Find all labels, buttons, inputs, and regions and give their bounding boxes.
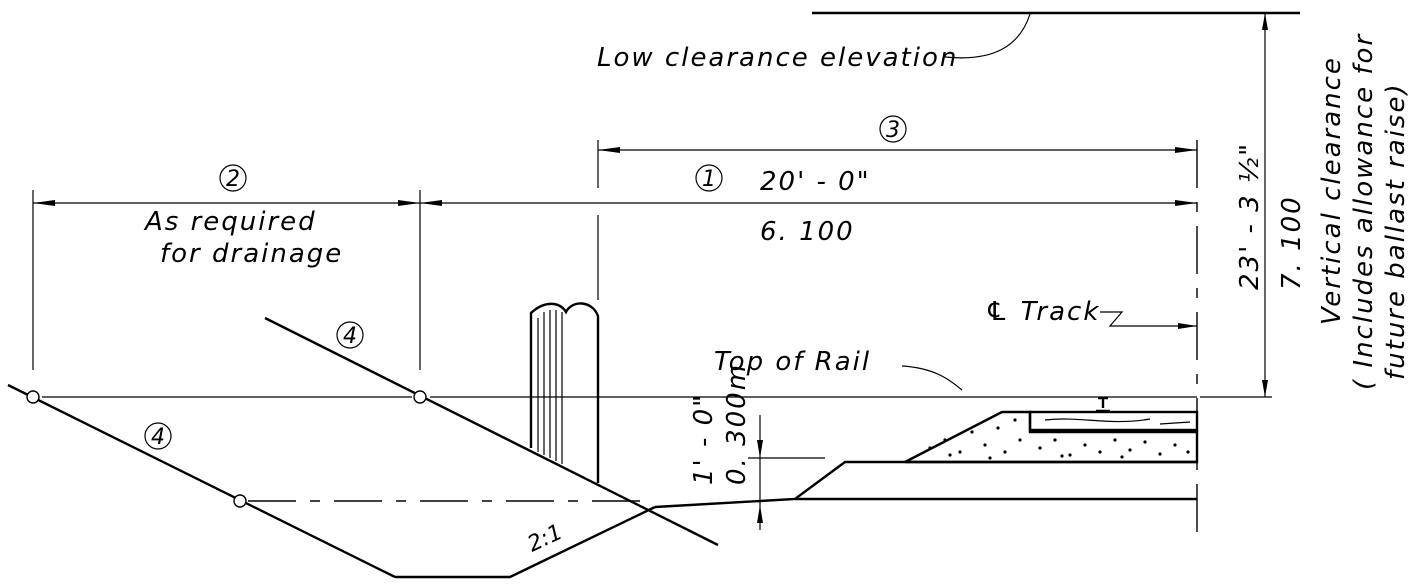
low-clearance-leader xyxy=(944,13,1031,59)
vertical-clearance-note-1: Vertical clearance xyxy=(1317,56,1347,325)
tie-grain xyxy=(1044,418,1191,425)
rail xyxy=(1096,396,1110,413)
horizontal-imperial-dim: 20' - 0" xyxy=(760,167,871,197)
dim-2-arrow-left xyxy=(33,200,55,206)
drainage-note-2: for drainage xyxy=(160,239,343,269)
top-of-rail-leader xyxy=(901,365,963,391)
track-leader-arrow xyxy=(1178,323,1197,329)
railroad-tie xyxy=(1028,410,1199,432)
depth-imperial-dim: 1' - 0" xyxy=(689,393,719,485)
depth-metric-dim: 0. 300m xyxy=(722,363,752,485)
vertical-metric-dim: 7. 100 xyxy=(1277,195,1307,290)
callout-1-circle xyxy=(695,164,723,192)
vertical-clearance-note-3: future ballast raise) xyxy=(1381,82,1411,380)
vertical-arrow-bottom xyxy=(1262,380,1268,397)
drainage-note-1: As required xyxy=(143,207,317,237)
top-of-rail-label: Top of Rail xyxy=(714,347,871,377)
bridge-pier xyxy=(529,302,600,483)
low-clearance-label: Low clearance elevation xyxy=(597,43,958,73)
dim-3-arrow-right xyxy=(1175,147,1197,153)
slope-line-lower xyxy=(7,383,396,579)
node-marker-left xyxy=(26,390,40,404)
callout-3: 3 xyxy=(886,118,900,143)
track-centerline-label: ℄ Track xyxy=(985,297,1100,327)
ballast-section xyxy=(904,410,1199,464)
horizontal-metric-dim: 6. 100 xyxy=(760,217,855,247)
callout-4-upper: 4 xyxy=(343,324,357,349)
node-marker-mid xyxy=(413,390,427,404)
callout-4-lower: 4 xyxy=(151,425,165,450)
vertical-imperial-dim: 23' - 3 ½" xyxy=(1235,142,1265,290)
pier-shading xyxy=(537,310,563,464)
callout-2: 2 xyxy=(226,167,240,192)
depth-arrow-bottom xyxy=(757,505,763,523)
vertical-arrow-top xyxy=(1262,13,1268,30)
dim-2-arrow-right xyxy=(398,200,420,206)
callout-4-lower-circle xyxy=(144,422,172,450)
node-marker-low xyxy=(233,494,247,508)
callout-2-circle xyxy=(219,164,247,192)
dim-1-arrow-right xyxy=(1175,200,1197,206)
slope-line-upper xyxy=(264,316,719,547)
vertical-clearance-note-2: ( Includes allowance for xyxy=(1349,33,1379,390)
callout-4-upper-circle xyxy=(336,321,364,349)
track-centerline-leader xyxy=(1100,311,1197,327)
callout-1: 1 xyxy=(702,167,716,192)
ballast-stipple xyxy=(928,418,1190,460)
depth-arrow-top xyxy=(757,440,763,458)
callout-3-circle xyxy=(879,115,907,143)
ditch-bottom xyxy=(395,505,656,579)
dim-3-arrow-left xyxy=(598,147,620,153)
dim-1-arrow-left xyxy=(420,200,442,206)
